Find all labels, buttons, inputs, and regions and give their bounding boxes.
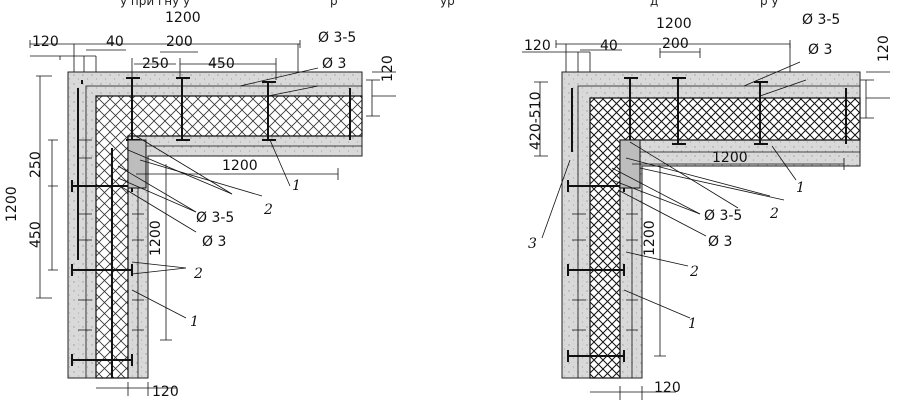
left-connector: [176, 77, 190, 141]
right-connector: [567, 350, 625, 362]
dim-inner-horizontal: 1200: [712, 150, 748, 166]
dim-wall-120: 120: [524, 38, 551, 54]
mark-3: 3: [528, 236, 537, 252]
dim-left-overall: 1200: [4, 186, 20, 222]
mark-2-mid: 2: [193, 266, 203, 282]
left-side-ties: [78, 139, 144, 331]
callout-top-d35: Ø 3-5: [318, 30, 356, 46]
caption-fragment: д: [650, 0, 659, 8]
dim-spacing-250: 250: [142, 56, 169, 72]
dim-left-250: 250: [28, 151, 44, 178]
callout-corner-d35: Ø 3-5: [196, 210, 234, 226]
dim-inner-vertical: 1200: [642, 220, 658, 256]
dim-spacing-200: 200: [662, 36, 689, 52]
right-dimension-lines: [522, 40, 890, 400]
caption-fragment: у при гну у: [120, 0, 191, 8]
dim-right-120: 120: [380, 55, 396, 82]
callout-top-d3: Ø 3: [808, 42, 832, 58]
cropped-caption: у при гну у р ур д р у: [0, 0, 910, 12]
dim-spacing-200: 200: [166, 34, 193, 50]
left-connector: [71, 354, 133, 366]
left-inner-mesh: [137, 145, 362, 378]
right-connector: [754, 81, 768, 145]
mark-1-bottom: 1: [688, 316, 697, 332]
right-detail: 1200 120 40 200 120 420-510 1200 1200 12…: [522, 12, 892, 400]
caption-fragment: р у: [760, 0, 779, 8]
caption-fragment: ур: [440, 0, 455, 8]
mark-2-top: 2: [263, 202, 273, 218]
dim-left-450: 450: [28, 221, 44, 248]
left-insulation: [95, 95, 363, 379]
callout-corner-d35: Ø 3-5: [704, 208, 742, 224]
right-leaders: [541, 61, 807, 319]
mark-1-top: 1: [292, 178, 301, 194]
right-outer-mesh: [577, 85, 860, 378]
left-connector: [262, 81, 276, 141]
right-connector: [672, 77, 686, 145]
dim-cover-40: 40: [106, 34, 124, 50]
mark-1-bottom: 1: [190, 314, 199, 330]
dim-inner-horizontal: 1200: [222, 158, 258, 174]
dim-spacing-450: 450: [208, 56, 235, 72]
callout-top-d3: Ø 3: [322, 56, 346, 72]
dim-top-overall: 1200: [656, 16, 692, 32]
left-leaders: [117, 67, 319, 319]
dim-bottom-120: 120: [654, 380, 681, 396]
dim-bottom-120: 120: [152, 384, 179, 400]
mark-1-top: 1: [796, 180, 805, 196]
dim-right-120: 120: [876, 35, 892, 62]
mark-2-bottom: 2: [689, 264, 699, 280]
right-connector: [567, 264, 625, 276]
dim-inner-vertical: 1200: [148, 220, 164, 256]
dim-left-range: 420-510: [528, 92, 544, 151]
caption-fragment: р: [330, 0, 338, 8]
callout-corner-d3: Ø 3: [202, 234, 226, 250]
left-dimension-lines: [29, 40, 396, 396]
right-side-ties: [572, 213, 638, 331]
dim-wall-120: 120: [32, 34, 59, 50]
left-outer-mesh: [85, 85, 362, 378]
dim-top-overall: 1200: [165, 10, 201, 26]
callout-corner-d3: Ø 3: [708, 234, 732, 250]
mark-2-top: 2: [769, 206, 779, 222]
callout-top-d35: Ø 3-5: [802, 12, 840, 28]
left-detail: 1200 120 40 200 250 450 120 1200 250 450…: [4, 10, 396, 400]
right-inner-mesh: [631, 151, 860, 378]
dim-cover-40: 40: [600, 38, 618, 54]
